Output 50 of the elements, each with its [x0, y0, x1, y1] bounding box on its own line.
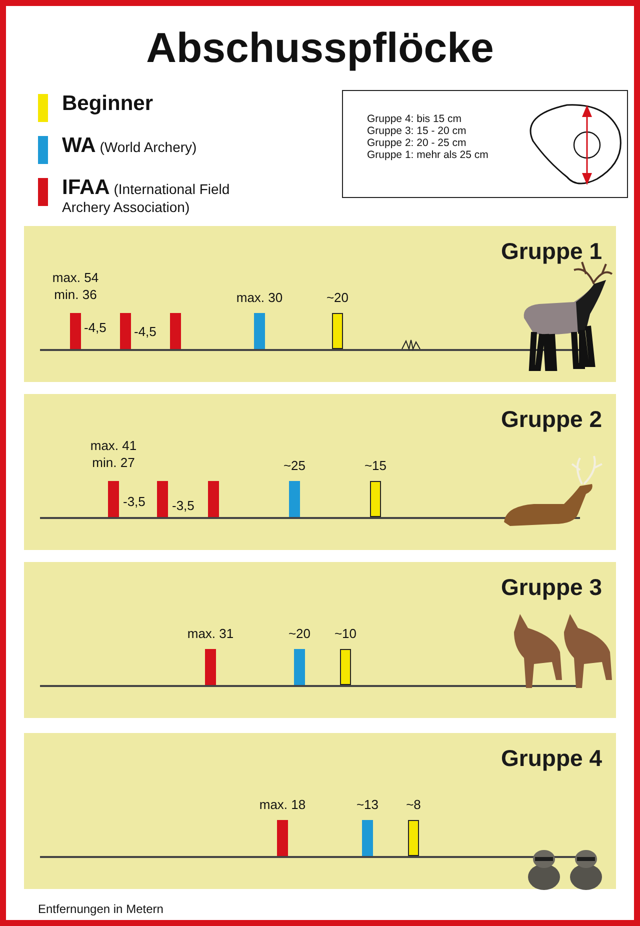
shooting-peg [370, 481, 381, 517]
shooting-peg [70, 313, 81, 349]
group-heading: Gruppe 3 [501, 574, 602, 601]
footnote: Entfernungen in Metern [38, 902, 164, 916]
shooting-peg [208, 481, 219, 517]
distance-label: ~25 [282, 457, 307, 474]
distance-label: ~15 [363, 457, 388, 474]
group-panel [24, 733, 616, 889]
group-panel [24, 562, 616, 718]
group-heading: Gruppe 2 [501, 406, 602, 433]
target-size-text: Gruppe 1: mehr als 25 cm [367, 149, 488, 161]
distance-difference-label: -3,5 [123, 494, 146, 509]
target-size-box [342, 90, 628, 198]
shooting-peg [205, 649, 216, 685]
distance-label: ~10 [333, 625, 358, 642]
shooting-peg [120, 313, 131, 349]
distance-difference-label: -4,5 [84, 320, 106, 335]
distance-label: ~8 [405, 796, 422, 813]
distance-label: max. 54 min. 36 [51, 269, 100, 303]
shooting-peg [340, 649, 351, 685]
target-size-text: Gruppe 3: 15 - 20 cm [367, 125, 468, 137]
distance-label: max. 41 min. 27 [89, 437, 138, 471]
legend-text: IFAA (International Field Archery Association) [62, 179, 231, 216]
distance-difference-label: -4,5 [134, 324, 156, 339]
distance-label: max. 30 [235, 289, 284, 306]
shooting-peg [408, 820, 419, 856]
legend-text: Beginner [62, 95, 154, 113]
shooting-peg [294, 649, 305, 685]
group-panel [24, 394, 616, 550]
distance-difference-label: -3,5 [172, 498, 194, 513]
shooting-peg [170, 313, 181, 349]
target-size-text: Gruppe 2: 20 - 25 cm [367, 137, 468, 149]
distance-label: ~20 [287, 625, 312, 642]
group-heading: Gruppe 4 [501, 745, 602, 772]
shooting-peg [254, 313, 265, 349]
group-heading: Gruppe 1 [501, 238, 602, 265]
poster-title: Abschusspflöcke [145, 24, 495, 72]
group-panel [24, 226, 616, 382]
target-size-text: Gruppe 4: bis 15 cm [367, 113, 463, 125]
shooting-peg [362, 820, 373, 856]
distance-label: ~13 [355, 796, 380, 813]
legend-text: WA (World Archery) [62, 137, 198, 156]
distance-label: ~20 [325, 289, 350, 306]
shooting-peg [289, 481, 300, 517]
shooting-peg [108, 481, 119, 517]
distance-label: max. 31 [186, 625, 235, 642]
shooting-peg [277, 820, 288, 856]
distance-label: max. 18 [258, 796, 307, 813]
shooting-peg [332, 313, 343, 349]
shooting-peg [157, 481, 168, 517]
